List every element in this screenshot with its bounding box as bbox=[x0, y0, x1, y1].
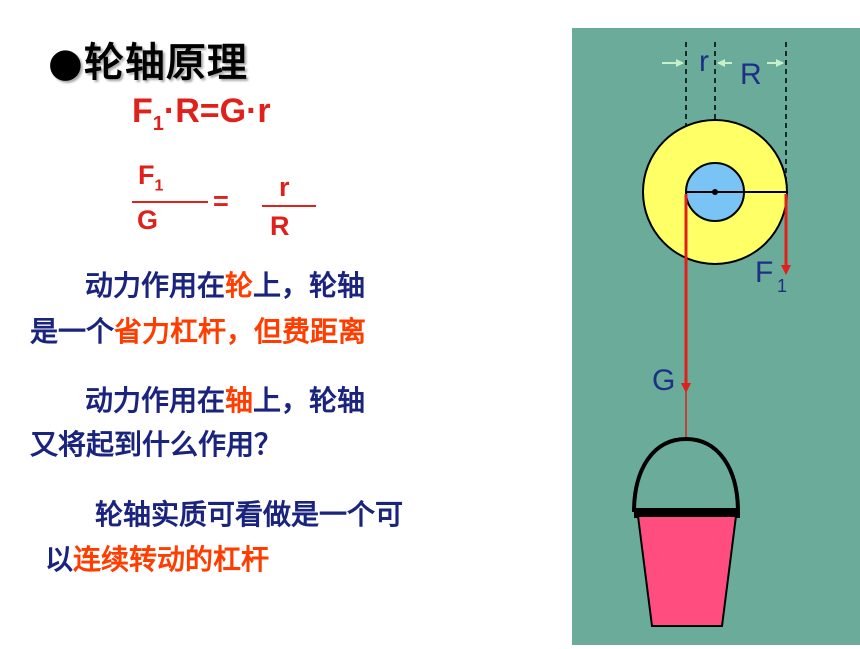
fraction-left-denominator: G bbox=[137, 205, 159, 235]
paragraph-2-line-2: 又将起到什么作用？ bbox=[30, 428, 283, 461]
paragraph-1-line-1: 动力作用在轮上，轮轴 bbox=[85, 269, 366, 302]
bucket-body bbox=[636, 515, 738, 627]
fraction-right-denominator: R bbox=[270, 211, 290, 241]
bucket-handle bbox=[632, 436, 740, 513]
paragraph-3-line-2: 以连续转动的杠杆 bbox=[45, 543, 270, 576]
diagram-svg: r R F 1 G bbox=[632, 42, 791, 627]
paragraph-3-line-1: 轮轴实质可看做是一个可 bbox=[95, 498, 404, 531]
fraction-left-numerator: F1 bbox=[138, 160, 164, 195]
fraction-left-bar bbox=[132, 201, 208, 203]
formula-f: F bbox=[132, 92, 153, 130]
formula-rest: ·R=G·r bbox=[163, 92, 271, 130]
paragraph-2-line-1: 动力作用在轴上，轮轴 bbox=[85, 384, 366, 417]
formula-f-subscript: 1 bbox=[152, 112, 164, 135]
page-title: ●轮轴原理 bbox=[48, 40, 248, 86]
main-formula: F1·R=G·r bbox=[132, 92, 271, 136]
center-point bbox=[712, 189, 718, 195]
label-r: r bbox=[699, 45, 709, 78]
label-F: F bbox=[755, 256, 773, 289]
label-R: R bbox=[740, 58, 762, 91]
wheel-axle-diagram: r R F 1 G bbox=[572, 28, 860, 645]
fraction-equals: = bbox=[213, 186, 229, 216]
label-G: G bbox=[652, 364, 675, 397]
fraction-right-bar bbox=[262, 205, 316, 207]
label-F-subscript: 1 bbox=[777, 276, 787, 296]
bucket-rim bbox=[634, 508, 740, 518]
paragraph-1-line-2: 是一个省力杠杆，但费距离 bbox=[30, 315, 367, 348]
fraction-right-numerator: r bbox=[279, 172, 290, 202]
